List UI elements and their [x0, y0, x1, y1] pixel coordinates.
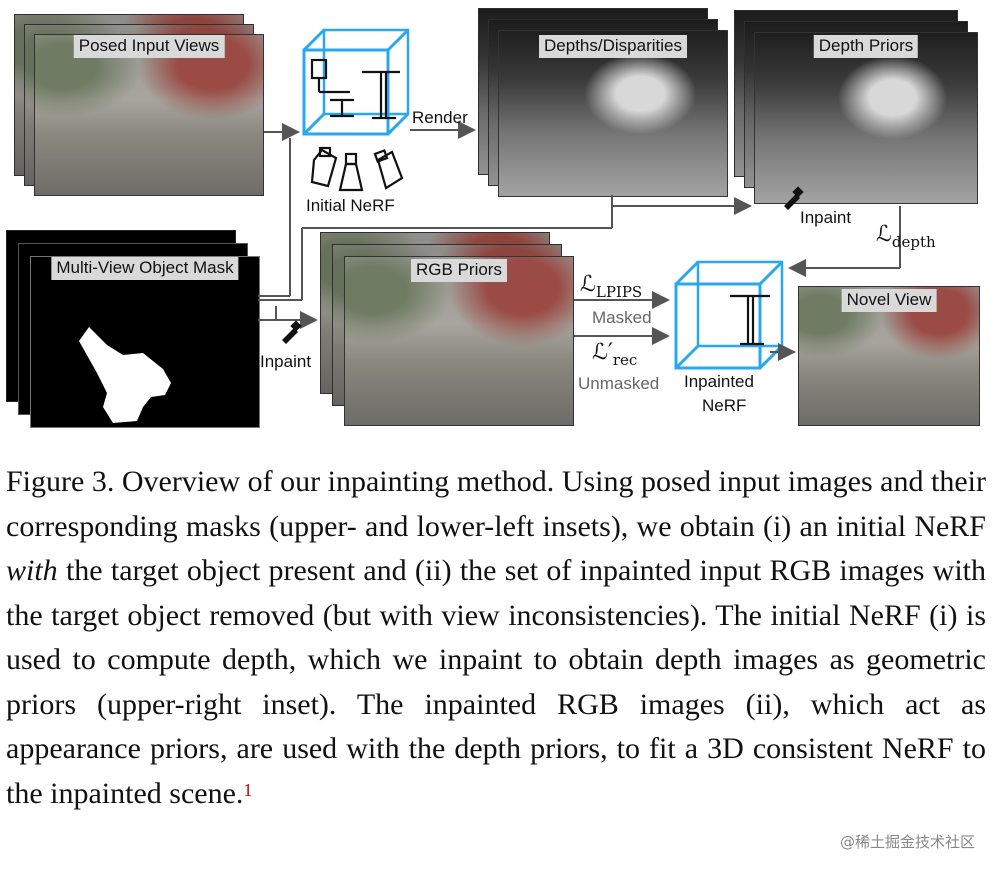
object-mask-shape: [79, 327, 171, 423]
caption-text-prefix: Figure 3. Overview of our inpainting met…: [6, 465, 986, 543]
depth-priors-label: Depth Priors: [813, 35, 919, 58]
depths-disparities-image: Depths/Disparities: [498, 30, 728, 197]
initial-nerf-contents: [310, 58, 400, 120]
inpaint-brush-icon-bottom: [282, 320, 302, 344]
diagram-connectors: [258, 28, 901, 370]
loss-rec: ℒ′rec: [592, 340, 638, 369]
render-label: Render: [412, 108, 468, 127]
inpaint-brush-icon-top: [784, 186, 804, 210]
novel-view-image: Novel View: [798, 286, 980, 426]
masked-label: Masked: [592, 308, 652, 327]
inpaint-label-bottom: Inpaint: [260, 352, 312, 371]
watermark-text: @稀土掘金技术社区: [839, 833, 975, 851]
depths-disparities-label: Depths/Disparities: [539, 35, 687, 58]
loss-depth: ℒdepth: [876, 222, 936, 251]
inpainted-nerf-label-line2: NeRF: [702, 396, 747, 415]
caption-text-italic: with: [6, 554, 58, 587]
multi-view-object-mask-image: Multi-View Object Mask: [30, 256, 260, 428]
inpainted-nerf-cube: [674, 260, 784, 370]
caption-text-suffix: the target object present and (ii) the s…: [6, 554, 986, 810]
inpaint-label-top: Inpaint: [800, 208, 852, 227]
rgb-priors-label: RGB Priors: [411, 259, 507, 282]
initial-nerf-cube: [302, 28, 410, 136]
camera-icons: [310, 146, 404, 192]
rgb-priors-image: RGB Priors: [344, 256, 574, 426]
figure-caption: Figure 3. Overview of our inpainting met…: [6, 460, 986, 816]
footnote-marker[interactable]: 1: [243, 779, 253, 800]
posed-input-views-image: Posed Input Views: [34, 34, 264, 196]
multi-view-object-mask-label: Multi-View Object Mask: [51, 257, 239, 280]
inpainted-nerf-contents: [730, 294, 770, 346]
inpainted-nerf-label-line1: Inpainted: [684, 372, 754, 391]
method-overview-figure: Posed Input Views Multi-View Object Mask…: [6, 8, 980, 428]
posed-input-views-label: Posed Input Views: [73, 35, 225, 58]
initial-nerf-label: Initial NeRF: [306, 196, 395, 215]
unmasked-label: Unmasked: [578, 374, 660, 393]
novel-view-label: Novel View: [841, 289, 937, 312]
loss-lpips: ℒLPIPS: [580, 272, 643, 301]
depth-priors-image: Depth Priors: [754, 32, 978, 204]
